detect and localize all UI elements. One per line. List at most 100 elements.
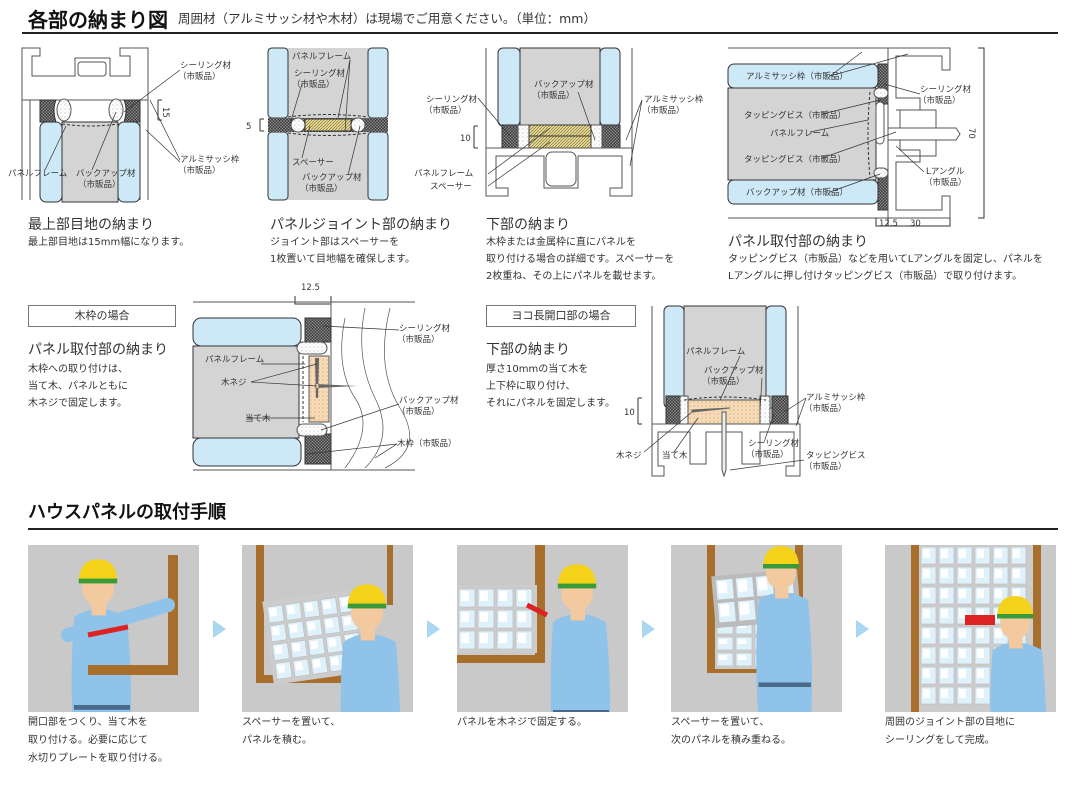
divider <box>28 528 1058 530</box>
label-angle: Lアングル <box>926 166 965 177</box>
label-sealing-sub: （市販品） <box>918 95 961 106</box>
label-screw-2: タッピングビス（市販品） <box>744 154 846 165</box>
step-arrow-icon <box>642 620 655 638</box>
step-caption: 水切りプレートを取り付ける。 <box>28 753 168 764</box>
caption-desc-line: それにパネルを固定します。 <box>486 398 615 409</box>
worker-illustration <box>256 545 400 712</box>
caption-desc-line: ジョイント部はスペーサーを <box>270 237 400 248</box>
diagram-wood-mount: 12.5 シーリング材 （市販品） パネルフレーム 木ネジ 当て木 バックアップ… <box>192 283 459 471</box>
dim-30: 30 <box>910 219 921 229</box>
label-wood-frame: 木枠（市販品） <box>397 438 457 449</box>
label-sash-sub: （市販品） <box>804 403 847 414</box>
step-illustration <box>457 545 628 712</box>
label-frame: パネルフレーム <box>770 129 829 139</box>
label-screw-1: タッピングビス（市販品） <box>744 110 846 121</box>
label-sealing: シーリング材 <box>294 68 346 79</box>
step-illustration <box>28 545 199 712</box>
step-caption: パネルを積む。 <box>242 735 312 746</box>
label-sealing-sub: （市販品） <box>178 71 221 82</box>
caption-desc-line: 取り付ける場合の詳細です。スペーサーを <box>486 254 675 265</box>
label-angle-sub: （市販品） <box>924 177 967 188</box>
caption-desc-line: 1枚置いて目地幅を確保します。 <box>270 254 416 265</box>
caption-desc-line: 当て木、パネルともに <box>28 381 128 392</box>
label-backup: バックアップ材（市販品） <box>746 187 848 198</box>
step-caption: 周囲のジョイント部の目地に <box>885 717 1015 728</box>
dim-12-5: 12.5 <box>301 283 320 293</box>
caption-desc-line: Lアングルに押し付けタッピングビス（市販品）で取り付けます。 <box>728 271 1023 282</box>
caption-desc-line: 木ネジで固定します。 <box>28 398 127 409</box>
label-spacer: スペーサー <box>292 158 334 168</box>
step-caption: シーリングをして完成。 <box>885 735 995 746</box>
caption-title-wood: パネル取付部の納まり <box>28 342 168 358</box>
label-sealing: シーリング材 <box>920 84 972 95</box>
diagram-mount: 70 12.5 30 アルミサッシ枠（市販品） タッピングビス（市販品） パネル… <box>727 47 985 229</box>
caption-desc-top: 最上部目地は15mm幅になります。 <box>28 237 190 248</box>
label-tapping-screw: タッピングビス <box>806 450 866 461</box>
section-subtitle: 周囲材（アルミサッシ材や木材）は現場でご用意ください。（単位：mm） <box>178 11 596 26</box>
dim-5: 5 <box>246 122 251 132</box>
label-sealing-sub: （市販品） <box>292 79 335 90</box>
dim-70: 70 <box>966 128 976 139</box>
step-caption: スペーサーを置いて、 <box>242 717 341 728</box>
label-sash: アルミサッシ枠 <box>806 392 866 403</box>
label-frame: パネルフレーム <box>8 169 67 179</box>
step-illustration <box>671 545 842 712</box>
divider <box>22 32 1058 34</box>
label-sash: アルミサッシ枠（市販品） <box>746 71 848 82</box>
label-sash: アルミサッシ枠 <box>180 154 240 165</box>
label-sash-sub: （市販品） <box>178 165 221 176</box>
label-sealing-sub: （市販品） <box>397 334 440 345</box>
label-frame: パネルフレーム <box>686 347 745 357</box>
label-backup: バックアップ材 <box>76 168 136 179</box>
caption-title-bottom: 下部の納まり <box>486 217 570 233</box>
worker-illustration <box>707 545 812 712</box>
caption-title-wide: 下部の納まり <box>486 342 570 358</box>
label-screw: 木ネジ <box>616 450 642 461</box>
label-batten: 当て木 <box>245 413 271 424</box>
label-backup-sub: （市販品） <box>532 90 575 101</box>
label-sealing: シーリング材 <box>426 94 478 105</box>
label-frame: パネルフレーム <box>414 169 473 179</box>
label-frame: パネルフレーム <box>292 52 351 62</box>
label-box-wide-opening: ヨコ長開口部の場合 <box>486 305 636 327</box>
label-backup-sub: （市販品） <box>78 179 121 190</box>
step-arrow-icon <box>427 620 440 638</box>
step-arrow-icon <box>213 620 226 638</box>
caption-desc-line: 厚さ10mmの当て木を <box>486 364 589 375</box>
label-backup-sub: （市販品） <box>702 376 745 387</box>
step-caption: 開口部をつくり、当て木を <box>28 717 148 728</box>
step-caption: 次のパネルを積み重ねる。 <box>671 735 791 746</box>
dim-15: 15 <box>160 107 170 118</box>
caption-desc-line: 木枠への取り付けは、 <box>28 364 128 375</box>
step-caption: 取り付ける。必要に応じて <box>28 735 148 746</box>
step-arrow-icon <box>856 620 869 638</box>
label-backup-sub: （市販品） <box>300 183 343 194</box>
label-backup: バックアップ材 <box>399 395 459 406</box>
label-sash-sub: （市販品） <box>642 105 685 116</box>
label-sealing-sub: （市販品） <box>424 105 467 116</box>
diagram-panel-joint: 5 パネルフレーム シーリング材 （市販品） スペーサー バックアップ材 （市販… <box>246 47 389 201</box>
label-spacer: スペーサー <box>430 182 472 192</box>
label-tapping-screw-sub: （市販品） <box>804 461 847 472</box>
label-backup-sub: （市販品） <box>397 406 440 417</box>
worker-illustration <box>457 545 611 712</box>
step-illustration <box>242 545 413 712</box>
section-title-details: 各部の納まり図 <box>28 8 168 32</box>
diagram-bottom: 10 バックアップ材 （市販品） シーリング材 （市販品） アルミサッシ枠 （市… <box>414 47 704 197</box>
label-sash: アルミサッシ枠 <box>644 94 704 105</box>
label-sealing: シーリング材 <box>399 323 451 334</box>
label-backup: バックアップ材 <box>704 365 764 376</box>
label-backup: バックアップ材 <box>302 172 362 183</box>
caption-desc-line: タッピングビス（市販品）などを用いてLアングルを固定し、パネルを <box>728 254 1043 265</box>
diagram-top-joint: 15 シーリング材 （市販品） アルミサッシ枠 （市販品） パネルフレーム バッ… <box>8 47 240 203</box>
caption-title-joint: パネルジョイント部の納まり <box>270 217 452 233</box>
diagram-wide-bottom: 10 パネルフレーム バックアップ材 （市販品） アルミサッシ枠 （市販品） 木… <box>616 305 866 478</box>
caption-title-mount: パネル取付部の納まり <box>728 234 868 250</box>
label-sealing-sub: （市販品） <box>746 449 789 460</box>
dim-10: 10 <box>624 408 635 418</box>
step-caption: パネルを木ネジで固定する。 <box>457 717 587 728</box>
caption-desc-line: 木枠または金属枠に直にパネルを <box>486 237 636 248</box>
label-box-wood-frame: 木枠の場合 <box>28 305 176 327</box>
label-sealing: シーリング材 <box>748 438 800 449</box>
step-caption: スペーサーを置いて、 <box>671 717 770 728</box>
